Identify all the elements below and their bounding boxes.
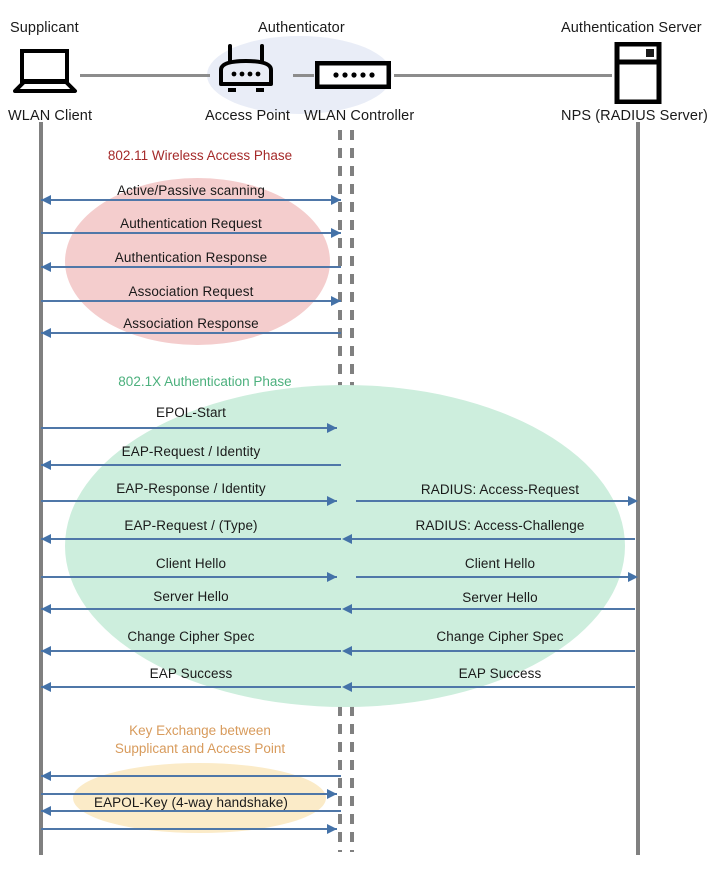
arrowhead-eap-success-right — [342, 682, 352, 692]
message-line-key-exchange-1 — [41, 775, 341, 777]
arrowhead-key-exchange-3 — [41, 806, 51, 816]
arrowhead-key-exchange-2 — [327, 789, 337, 799]
message-label-association-request: Association Request — [128, 284, 254, 299]
message-line-active-passive-scanning — [41, 199, 341, 201]
actor-name-wlan-controller: WLAN Controller — [304, 108, 415, 124]
laptop-icon — [10, 48, 80, 96]
message-label-server-hello-left: Server Hello — [153, 589, 229, 604]
arrowhead-radius-access-challenge — [342, 534, 352, 544]
phase-ellipse-dot1x-authentication — [65, 385, 625, 707]
message-line-client-hello-left — [41, 576, 337, 578]
arrowhead-association-request — [331, 296, 341, 306]
message-line-eap-request-type — [41, 538, 341, 540]
message-line-key-exchange-2 — [41, 793, 337, 795]
arrowhead-active-passive-scanning — [41, 195, 51, 205]
message-line-authentication-response — [41, 266, 341, 268]
phase-title-wireless-access: 802.11 Wireless Access Phase — [107, 148, 293, 163]
message-label-radius-access-challenge: RADIUS: Access-Challenge — [415, 518, 585, 533]
actor-name-wlan-client: WLAN Client — [8, 108, 93, 124]
actor-name-access-point: Access Point — [205, 108, 291, 124]
phase-title-key-exchange-line1: Key Exchange between — [129, 723, 271, 738]
arrowhead-epol-start — [327, 423, 337, 433]
message-label-radius-access-request: RADIUS: Access-Request — [420, 482, 580, 497]
arrowhead-client-hello-right — [628, 572, 638, 582]
phase-title-dot1x-authentication: 802.1X Authentication Phase — [118, 374, 292, 389]
wire-controller-to-server — [394, 74, 612, 77]
message-line-association-response — [41, 332, 341, 334]
phase-title-key-exchange-line2: Supplicant and Access Point — [114, 741, 286, 756]
arrowhead-eap-request-type — [41, 534, 51, 544]
arrowhead-association-response — [41, 328, 51, 338]
message-label-eap-request-identity: EAP-Request / Identity — [121, 444, 261, 459]
message-line-epol-start — [41, 427, 337, 429]
message-line-radius-access-request — [356, 500, 635, 502]
message-label-change-cipher-spec-left: Change Cipher Spec — [127, 629, 255, 644]
message-label-eap-request-type: EAP-Request / (Type) — [124, 518, 258, 533]
message-label-authentication-response: Authentication Response — [114, 250, 268, 265]
arrowhead-radius-access-request — [628, 496, 638, 506]
message-label-eap-success-left: EAP Success — [149, 666, 233, 681]
arrowhead-server-hello-left — [41, 604, 51, 614]
arrowhead-server-hello-right — [342, 604, 352, 614]
message-line-change-cipher-spec-right — [345, 650, 635, 652]
message-line-eap-success-right — [345, 686, 635, 688]
lifeline-supplicant — [39, 122, 43, 855]
phase-ellipse-key-exchange — [73, 763, 326, 833]
message-line-eap-request-identity — [41, 464, 341, 466]
arrowhead-active-passive-scanning-right — [331, 195, 341, 205]
message-line-key-exchange-3 — [41, 810, 341, 812]
message-label-eap-response-identity: EAP-Response / Identity — [116, 481, 266, 496]
arrowhead-eap-response-identity — [327, 496, 337, 506]
arrowhead-key-exchange-4 — [327, 824, 337, 834]
message-label-client-hello-left: Client Hello — [155, 556, 227, 571]
actor-name-nps-radius-server: NPS (RADIUS Server) — [561, 108, 708, 124]
message-label-eapol-key-handshake: EAPOL-Key (4-way handshake) — [93, 795, 289, 810]
arrowhead-eap-success-left — [41, 682, 51, 692]
wire-client-to-ap — [80, 74, 210, 77]
message-line-server-hello-right — [345, 608, 635, 610]
access-point-icon — [215, 44, 277, 96]
phase-ellipse-wireless-access — [65, 178, 330, 345]
arrowhead-client-hello-left — [327, 572, 337, 582]
message-label-change-cipher-spec-right: Change Cipher Spec — [436, 629, 564, 644]
message-label-active-passive-scanning: Active/Passive scanning — [117, 183, 265, 198]
actor-role-supplicant: Supplicant — [10, 20, 79, 36]
arrowhead-change-cipher-spec-left — [41, 646, 51, 656]
lifeline-authentication-server — [636, 122, 640, 855]
message-line-radius-access-challenge — [345, 538, 635, 540]
wlan-controller-icon — [315, 61, 391, 89]
arrowhead-key-exchange-1 — [41, 771, 51, 781]
actor-role-authentication-server: Authentication Server — [561, 20, 702, 36]
arrowhead-authentication-request — [331, 228, 341, 238]
message-line-change-cipher-spec-left — [41, 650, 341, 652]
message-line-eap-success-left — [41, 686, 341, 688]
message-line-server-hello-left — [41, 608, 341, 610]
message-line-association-request — [41, 300, 341, 302]
server-icon — [614, 42, 662, 104]
message-label-eap-success-right: EAP Success — [458, 666, 542, 681]
actor-role-authenticator: Authenticator — [258, 20, 345, 36]
arrowhead-change-cipher-spec-right — [342, 646, 352, 656]
wire-ap-to-controller — [293, 74, 314, 77]
message-line-client-hello-right — [356, 576, 635, 578]
message-label-server-hello-right: Server Hello — [462, 590, 538, 605]
arrowhead-authentication-response — [41, 262, 51, 272]
message-line-authentication-request — [41, 232, 341, 234]
message-line-eap-response-identity — [41, 500, 337, 502]
message-line-key-exchange-4 — [41, 828, 337, 830]
message-label-epol-start: EPOL-Start — [155, 405, 227, 420]
arrowhead-eap-request-identity — [41, 460, 51, 470]
message-label-association-response: Association Response — [123, 316, 259, 331]
message-label-authentication-request: Authentication Request — [120, 216, 262, 231]
message-label-client-hello-right: Client Hello — [464, 556, 536, 571]
